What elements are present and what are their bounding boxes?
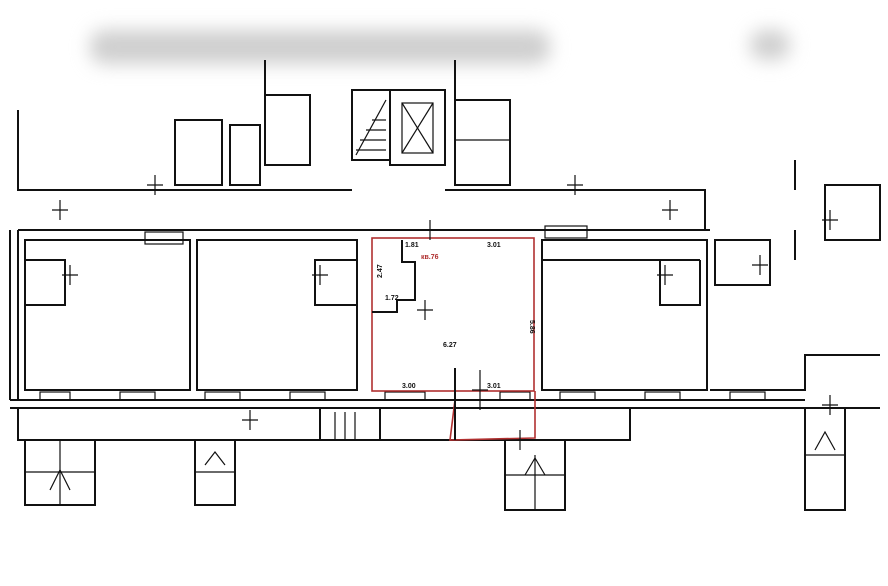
dim-bottom-right: 3.01	[487, 383, 501, 390]
highlighted-unit	[371, 237, 536, 441]
elevator-shaft	[389, 89, 446, 166]
unit-label: кв.76	[421, 254, 439, 261]
entrance-porches	[24, 407, 846, 511]
blurred-header	[90, 30, 550, 64]
stair-treads	[355, 99, 387, 156]
dim-room-depth: 6.27	[443, 342, 457, 349]
dim-left-height: 2.47	[377, 264, 384, 278]
dim-top-right: 3.01	[487, 242, 501, 249]
apartment-units	[24, 160, 881, 391]
dim-bottom-left: 3.00	[402, 383, 416, 390]
windows	[39, 225, 766, 401]
upper-rooms	[174, 60, 511, 186]
dim-niche-width: 1.72	[385, 295, 399, 302]
door-marks	[52, 175, 838, 450]
blurred-header-right	[750, 30, 790, 60]
labels: 1.81 3.01 кв.76 2.47 1.72 6.27 5.86 3.00…	[377, 242, 535, 390]
dim-right-height: 5.86	[528, 320, 535, 334]
dim-top-left: 1.81	[405, 242, 419, 249]
